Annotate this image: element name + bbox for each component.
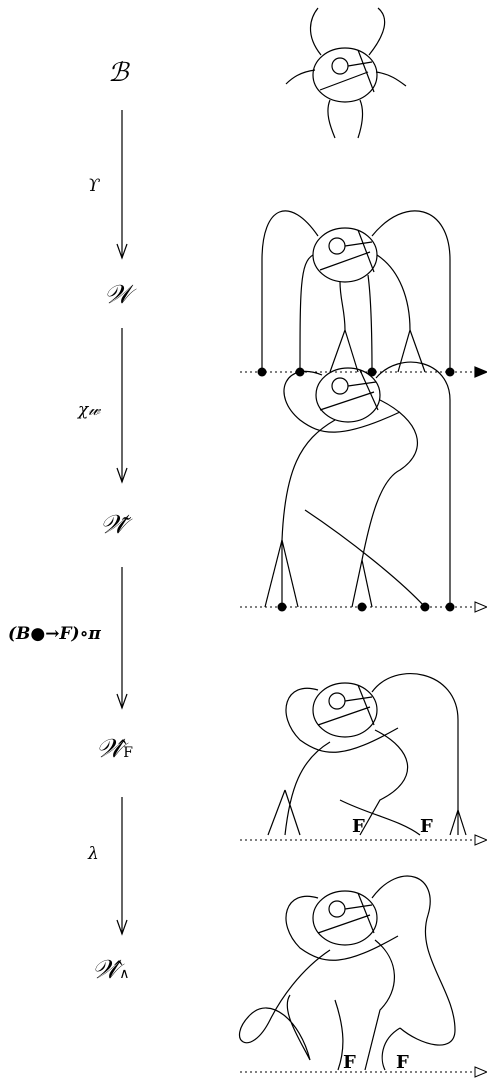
blob-diagram-4: F F xyxy=(240,673,487,846)
space-W: 𝒲 xyxy=(104,280,131,311)
f-mark-3: F xyxy=(343,1052,356,1073)
space-W-hat-F: 𝒲̂F xyxy=(96,734,133,765)
space-W-label: 𝒲 xyxy=(104,280,132,310)
blob-diagram-1 xyxy=(285,7,407,139)
f-mark-4: F xyxy=(396,1052,409,1073)
space-B: ℬ xyxy=(108,58,128,88)
f-mark-1: F xyxy=(352,816,365,837)
space-W-tilde: 𝒲̃ xyxy=(100,510,127,541)
space-W-hat-wedge-label: 𝒲̂ xyxy=(92,955,120,985)
space-W-hat-wedge-subscript: ∧ xyxy=(119,966,130,982)
space-W-hat-F-label: 𝒲̂ xyxy=(96,734,124,764)
space-W-tilde-label: 𝒲̃ xyxy=(100,510,128,540)
space-W-hat-F-subscript: F xyxy=(123,745,133,761)
arrow-upsilon xyxy=(116,110,128,260)
blob-diagram-2 xyxy=(240,210,487,378)
blob-diagram-3 xyxy=(240,361,487,613)
space-B-label: ℬ xyxy=(108,58,129,88)
arrow-chi xyxy=(116,328,128,484)
space-W-hat-wedge: 𝒲̂∧ xyxy=(92,955,130,986)
f-mark-2: F xyxy=(420,816,433,837)
map-lambda-label: λ xyxy=(88,844,99,864)
map-upsilon-label: ϒ xyxy=(88,176,100,196)
map-B-pi-label: (B●→F)∘π xyxy=(8,624,101,644)
arrow-B-pi xyxy=(116,567,128,710)
map-chi-label: χ𝓌 xyxy=(78,400,101,420)
blob-diagram-5: F F xyxy=(238,875,487,1078)
arrow-lambda xyxy=(116,797,128,936)
